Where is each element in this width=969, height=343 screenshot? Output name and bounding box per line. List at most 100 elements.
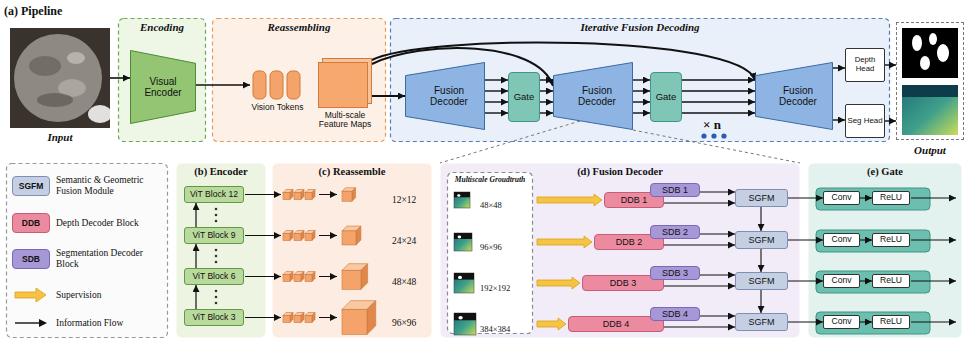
legend-text: Information Flow <box>56 318 164 329</box>
detail-panel: (c) Reassemble <box>272 163 432 338</box>
vit-block: ViT Block 12 <box>184 186 244 203</box>
fusion-module: SGFM <box>735 189 788 207</box>
node-text: Iterative Fusion Decoding <box>390 21 890 33</box>
size-label: 384×384 <box>480 324 510 334</box>
mask-blob <box>937 44 949 62</box>
text-holder: 48×48 <box>392 271 416 289</box>
gate-row <box>816 271 930 293</box>
repeat-dot <box>701 133 706 138</box>
node-text: Output <box>914 144 946 156</box>
connector <box>682 90 755 91</box>
decoder-trapezoid: Fusion Decoder <box>405 62 485 130</box>
node-text: Gate <box>656 92 677 103</box>
light-glare <box>88 105 112 123</box>
reassemble-arrow <box>319 194 337 195</box>
encoder-shape <box>131 51 196 124</box>
layer-box: ReLU <box>872 191 910 205</box>
node-text: ViT Block 3 <box>192 313 235 323</box>
detail-panel: (e) GateConvReLUConvReLUConvReLUConvReLU <box>808 163 962 338</box>
vit-block: ViT Block 6 <box>184 268 244 285</box>
cube-front <box>305 275 312 282</box>
region-ground <box>391 19 890 142</box>
text-holder: 192×192 <box>480 277 510 295</box>
connector <box>633 101 650 102</box>
reassemble-arrow <box>319 235 337 236</box>
connector <box>540 101 553 102</box>
cube-side <box>290 231 293 241</box>
gate-output <box>911 239 956 240</box>
legend-swatch: SDB <box>12 249 50 269</box>
layer-box: ReLU <box>872 274 910 288</box>
swatch-label: SDB <box>22 254 40 264</box>
legend-row: Information Flow <box>12 309 164 337</box>
cube-side <box>352 188 356 202</box>
layer-box: Conv <box>823 191 860 205</box>
cube-side <box>361 264 368 290</box>
figure-title: (a) Pipeline <box>4 4 62 18</box>
connector <box>633 79 650 80</box>
cube-front <box>283 193 290 200</box>
callout-line <box>440 121 580 163</box>
connector <box>485 79 508 80</box>
cube-front <box>283 316 290 323</box>
legend-row: SGFMSemantic & Geometric Fusion Module <box>12 172 164 200</box>
node-text: Depth Head <box>846 56 884 73</box>
stage-region: Iterative Fusion DecodingFusion Decoder G… <box>390 18 890 142</box>
connector <box>195 285 196 309</box>
connector <box>833 67 845 68</box>
connector <box>833 119 845 120</box>
groundtruth-image <box>454 273 474 293</box>
cube-front <box>283 234 290 241</box>
node-text: Multiscale Groudtruth <box>447 175 533 184</box>
node-text: DDB 2 <box>616 237 643 247</box>
groundtruth-image <box>457 194 460 197</box>
legend-text: Semantic & Geometric Fusion Module <box>56 175 164 196</box>
cube-front <box>342 309 367 334</box>
cube-side <box>312 272 315 282</box>
cube-side <box>290 272 293 282</box>
input-image: Input <box>10 28 110 128</box>
connector <box>682 79 755 80</box>
legend-row: Supervision <box>12 281 164 309</box>
node-text: ReLU <box>880 317 902 327</box>
node-text: Conv <box>831 193 851 203</box>
connector <box>540 112 553 113</box>
supervision-sample <box>15 288 46 302</box>
node-text: SGFM <box>749 193 775 203</box>
gate-box: Gate <box>650 72 682 122</box>
connector <box>700 315 735 316</box>
region-ground <box>213 19 386 142</box>
connector <box>860 321 872 322</box>
text-holder: 96×96 <box>480 236 502 254</box>
cube-side <box>301 231 304 241</box>
token <box>270 71 283 99</box>
size-label: 48×48 <box>480 200 502 210</box>
node-text: ReLU <box>880 276 902 286</box>
output-image: Output <box>896 22 964 140</box>
connector <box>664 244 735 245</box>
groundtruth-image <box>458 316 462 320</box>
size-label: 48×48 <box>392 277 416 287</box>
stage-region: ReassemblingVision TokensMulti-scale Fea… <box>212 18 386 142</box>
text-holder: (a) Pipeline <box>4 1 62 19</box>
region-ground <box>441 164 800 338</box>
feature-wire <box>245 317 281 318</box>
cube-side <box>367 301 376 335</box>
ellipsis-dot <box>215 220 218 223</box>
cube-front <box>342 191 352 201</box>
layer-box: Conv <box>823 315 860 329</box>
decoder-shape <box>554 63 633 130</box>
decoder-shape <box>756 63 833 130</box>
node-text: ViT Block 6 <box>192 272 235 282</box>
text-holder: × n <box>703 115 721 133</box>
legend-text: Segmentation Decoder Block <box>56 248 164 269</box>
cube-side <box>301 313 304 323</box>
node-text: Conv <box>831 276 851 286</box>
size-label: 24×24 <box>392 236 416 246</box>
connector <box>860 197 872 198</box>
fusion-module: SGFM <box>735 231 788 249</box>
token <box>287 71 300 99</box>
node-text: DDB 3 <box>610 278 637 288</box>
supervision-arrow <box>537 236 592 248</box>
